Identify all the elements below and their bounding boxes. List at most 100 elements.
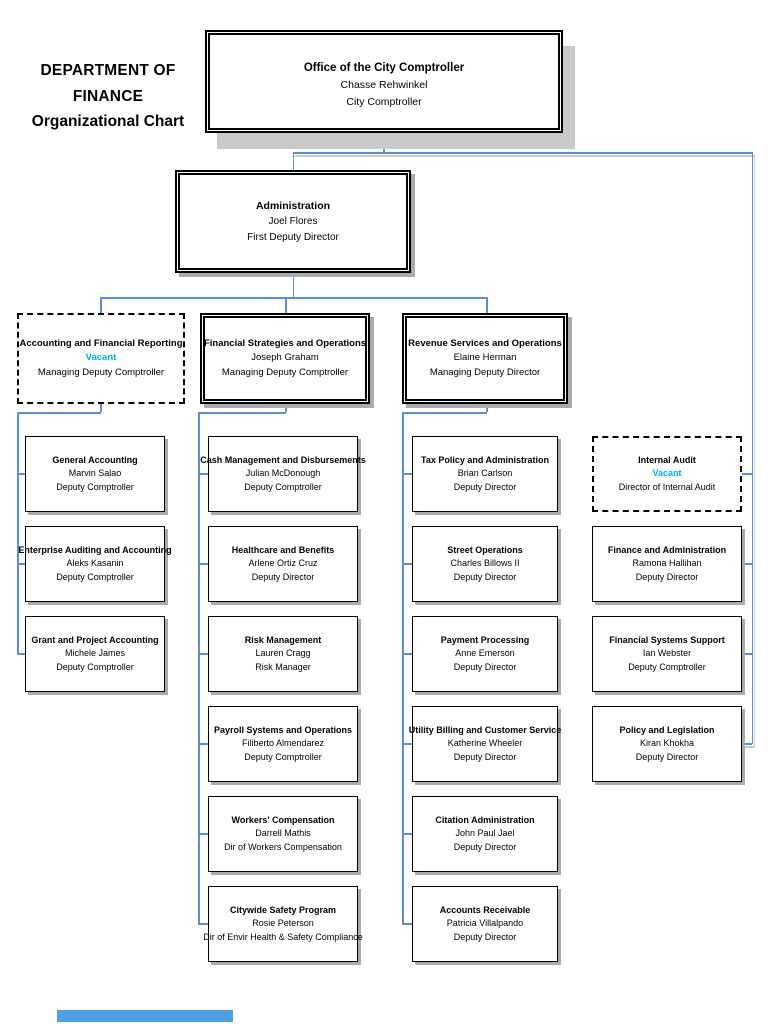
box-title: Citywide Safety Program <box>229 904 337 915</box>
box-role: Deputy Comptroller <box>244 482 322 493</box>
box-role: Deputy Director <box>453 932 517 943</box>
box-name: Arlene Ortiz Cruz <box>248 558 318 569</box>
box-title: Street Operations <box>447 544 523 555</box>
box-role: Managing Deputy Comptroller <box>221 367 349 379</box>
box-title: Payroll Systems and Operations <box>213 724 353 735</box>
box-role: Deputy Comptroller <box>56 482 134 493</box>
page-title: DEPARTMENT OF FINANCE Organizational Cha… <box>8 58 208 135</box>
org-box-workers-compensation: Workers' Compensation Darrell Mathis Dir… <box>208 796 358 872</box>
connector-col1-spine <box>17 412 19 654</box>
org-box-financial-strategies: Financial Strategies and Operations Jose… <box>200 313 370 404</box>
box-title: Citation Administration <box>435 814 535 825</box>
connector-stub <box>17 653 25 655</box>
org-box-enterprise-auditing: Enterprise Auditing and Accounting Aleks… <box>18 526 172 602</box>
box-role: Deputy Comptroller <box>244 752 322 763</box>
box-title: Grant and Project Accounting <box>31 634 159 645</box>
box-role: Deputy Director <box>251 572 315 583</box>
box-name: Elaine Herman <box>453 352 517 364</box>
box-role: Managing Deputy Comptroller <box>37 367 165 379</box>
box-role: Deputy Director <box>453 752 517 763</box>
box-title: Accounts Receivable <box>439 904 531 915</box>
org-box-citywide-safety: Citywide Safety Program Rosie Peterson D… <box>203 886 363 962</box>
org-box-policy-legislation: Policy and Legislation Kiran Khokha Depu… <box>592 706 742 782</box>
bottom-accent-bar <box>57 1010 233 1022</box>
box-role: Deputy Director <box>453 662 517 673</box>
box-name: Lauren Cragg <box>255 648 311 659</box>
connector-drop <box>285 297 287 313</box>
connector-col2-spine <box>198 412 200 924</box>
box-name-vacant: Vacant <box>85 352 117 364</box>
connector-drop <box>486 297 488 313</box>
box-title: Utility Billing and Customer Service <box>408 724 562 735</box>
connector-stub <box>198 923 208 925</box>
connector-stub <box>402 923 412 925</box>
box-role: Dir of Workers Compensation <box>224 842 342 853</box>
connector-stub <box>17 473 25 475</box>
box-name: Patricia Villalpando <box>446 918 524 929</box>
connector-stub <box>198 833 208 835</box>
box-name: Ian Webster <box>642 648 692 659</box>
box-role: Deputy Director <box>453 572 517 583</box>
org-box-utility-billing: Utility Billing and Customer Service Kat… <box>409 706 561 782</box>
box-name: Brian Carlson <box>457 468 513 479</box>
org-box-cash-management: Cash Management and Disbursements Julian… <box>200 436 366 512</box>
org-box-finance-administration: Finance and Administration Ramona Hallih… <box>592 526 742 602</box>
box-name: Julian McDonough <box>245 468 321 479</box>
box-name: Darrell Mathis <box>255 828 311 839</box>
box-role: Deputy Comptroller <box>56 662 134 673</box>
connector-stub <box>742 743 752 745</box>
connector-level3-horizontal <box>100 297 486 299</box>
connector-top-horizontal <box>293 152 753 154</box>
org-box-accounting-financial-reporting: Accounting and Financial Reporting Vacan… <box>17 313 185 404</box>
box-title: Accounting and Financial Reporting <box>19 338 183 350</box>
box-title: Healthcare and Benefits <box>231 544 335 555</box>
box-role: Deputy Director <box>635 752 699 763</box>
box-role: City Comptroller <box>346 95 422 108</box>
box-title: Administration <box>255 199 331 212</box>
box-name: Michele James <box>64 648 126 659</box>
box-role: First Deputy Director <box>247 231 339 243</box>
box-name: Joseph Graham <box>251 352 319 364</box>
org-box-administration: Administration Joel Flores First Deputy … <box>175 170 411 273</box>
box-name: John Paul Jael <box>455 828 515 839</box>
box-title: General Accounting <box>52 454 138 465</box>
org-box-citation-administration: Citation Administration John Paul Jael D… <box>412 796 558 872</box>
box-name: Joel Flores <box>268 216 318 228</box>
connector-stub <box>17 563 25 565</box>
connector-right-spine <box>751 152 753 744</box>
connector-stub <box>402 473 412 475</box>
box-title: Financial Strategies and Operations <box>203 338 367 350</box>
org-box-street-operations: Street Operations Charles Billows II Dep… <box>412 526 558 602</box>
org-box-accounts-receivable: Accounts Receivable Patricia Villalpando… <box>412 886 558 962</box>
connector-elbow <box>17 412 101 414</box>
box-role: Risk Manager <box>255 662 311 673</box>
connector-stub <box>198 653 208 655</box>
connector-stub <box>402 653 412 655</box>
box-name: Katherine Wheeler <box>447 738 523 749</box>
page-title-line1: DEPARTMENT OF FINANCE <box>40 62 176 105</box>
box-title: Finance and Administration <box>607 544 727 555</box>
box-title: Office of the City Comptroller <box>303 62 465 74</box>
connector-stub <box>742 653 752 655</box>
box-title: Cash Management and Disbursements <box>200 454 366 465</box>
box-title: Financial Systems Support <box>609 634 725 645</box>
org-box-revenue-services: Revenue Services and Operations Elaine H… <box>402 313 568 404</box>
box-title: Revenue Services and Operations <box>408 338 562 350</box>
org-box-city-comptroller: Office of the City Comptroller Chasse Re… <box>205 30 563 133</box>
box-role: Managing Deputy Director <box>429 367 541 379</box>
connector-stub <box>198 473 208 475</box>
connector-elbow <box>402 412 487 414</box>
box-role: Deputy Director <box>453 482 517 493</box>
connector-stub <box>402 743 412 745</box>
box-role: Dir of Envir Health & Safety Compliance <box>203 932 363 943</box>
box-title: Workers' Compensation <box>231 814 335 825</box>
org-box-internal-audit: Internal Audit Vacant Director of Intern… <box>592 436 742 512</box>
box-title: Internal Audit <box>638 454 696 465</box>
connector-root-drop <box>383 133 385 152</box>
box-name: Chasse Rehwinkel <box>340 79 428 92</box>
box-role: Deputy Comptroller <box>628 662 706 673</box>
org-box-tax-policy: Tax Policy and Administration Brian Carl… <box>412 436 558 512</box>
box-name: Ramona Hallihan <box>632 558 702 569</box>
box-title: Payment Processing <box>440 634 530 645</box>
box-name: Aleks Kasanin <box>66 558 124 569</box>
